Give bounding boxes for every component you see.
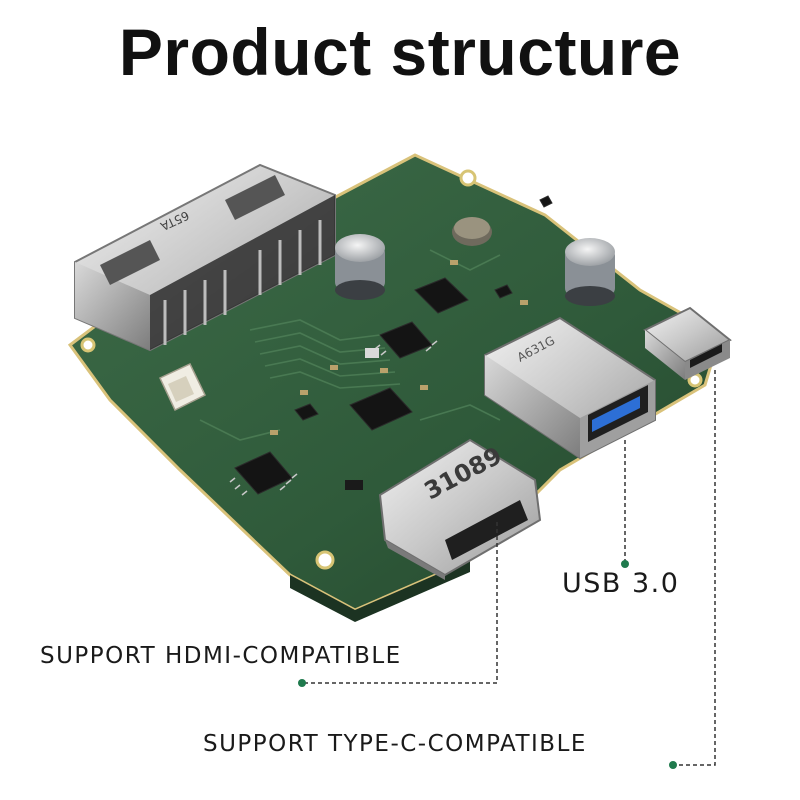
typec-callout-label: SUPPORT TYPE-C-COMPATIBLE <box>203 731 587 757</box>
page-title: Product structure <box>118 15 682 89</box>
usb-c-port <box>643 306 732 380</box>
usb3-port: A631G <box>484 316 656 460</box>
capacitor-left <box>335 234 385 300</box>
hdmi-callout-label: SUPPORT HDMI-COMPATIBLE <box>40 643 402 669</box>
callout-dots <box>298 560 677 769</box>
smd-components <box>270 260 528 490</box>
usb3-callout-label: USB 3.0 <box>562 568 680 599</box>
jst-connector <box>159 363 206 412</box>
ic-chips <box>234 195 553 495</box>
callout-lines <box>302 370 716 766</box>
pcb-traces <box>199 249 501 441</box>
hdmi-port: 31089 <box>378 438 542 580</box>
mounting-holes <box>80 169 703 570</box>
inductor <box>452 217 492 246</box>
capacitor-right <box>565 238 615 306</box>
